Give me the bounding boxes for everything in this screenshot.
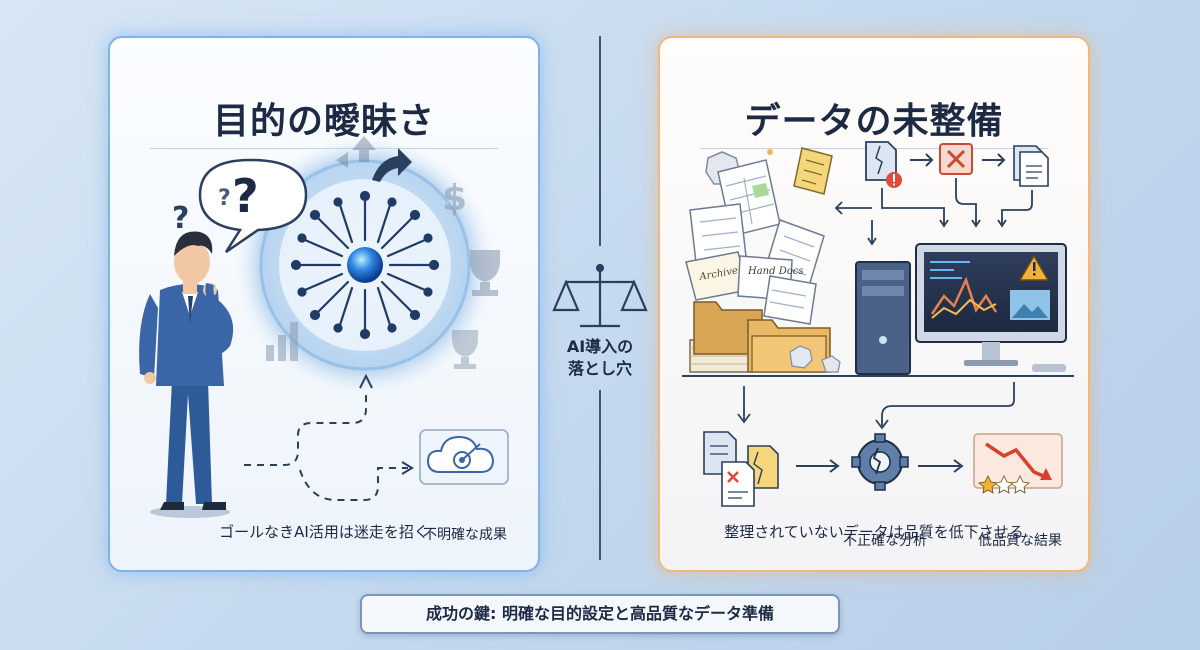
declining-chart-icon — [973, 433, 1063, 494]
corrupted-files-icon — [703, 431, 779, 507]
folder-stack — [689, 301, 841, 373]
dollar-icon: $ — [442, 178, 467, 219]
cloud-target-icon — [419, 429, 509, 485]
flow-arrow-2 — [982, 153, 1006, 167]
handwritten-paper-text: Hand Docs — [747, 266, 803, 277]
businessman-figure — [139, 231, 234, 518]
pitfall-label: AI導入の 落とし穴 — [548, 336, 652, 381]
trophy-icon-small — [452, 330, 478, 369]
copied-docs-icon — [1013, 145, 1049, 187]
path-arrowhead-up — [359, 373, 373, 389]
low-quality-result-label: 低品質な結果 — [978, 533, 1062, 549]
bottom-flow-lines — [737, 382, 1015, 430]
server-tower-icon — [855, 261, 911, 375]
turn-arrow-icon — [372, 148, 412, 182]
document-pile: Archive Hand Docs — [685, 203, 825, 325]
broken-gear-icon — [851, 433, 909, 491]
data-flow-lines — [834, 178, 1033, 246]
center-divider-bottom — [599, 390, 601, 560]
balance-scale-icon — [552, 263, 648, 328]
unclear-outcome-label: 不明確な成果 — [423, 527, 507, 543]
question-mark-big: ? — [232, 169, 259, 223]
error-x-icon — [939, 143, 973, 175]
flow-arrow-1 — [910, 153, 934, 167]
flow-arrow-3 — [796, 459, 840, 473]
pitfall-label-line1: AI導入の — [566, 337, 634, 356]
question-mark-small-1: ? — [218, 186, 231, 211]
path-arrowhead-right — [401, 461, 414, 475]
trophy-icon — [470, 250, 500, 296]
ambiguity-title: 目的の曖昧さ — [212, 101, 435, 142]
data-unprepared-caption: 整理されていないデータは品質を低下させる — [724, 523, 1024, 541]
monitor-dashboard — [915, 243, 1067, 372]
pitfall-label-line2: 落とし穴 — [567, 359, 632, 379]
broken-file-icon — [865, 141, 902, 188]
data-unprepared-title: データの未整備 — [744, 101, 1004, 142]
bar-chart-icon — [266, 322, 298, 361]
sticky-note-icon — [793, 147, 833, 195]
direction-arrows-icon — [336, 136, 376, 168]
neural-network-icon — [290, 190, 440, 340]
inaccurate-analysis-label: 不正確な分析 — [843, 533, 927, 549]
question-speech-bubble: ? ? — [198, 158, 308, 254]
success-key-banner: 成功の鍵: 明確な目的設定と高品質なデータ準備 — [360, 594, 840, 634]
center-divider-top — [599, 36, 601, 246]
ambiguity-caption: ゴールなきAI活用は迷走を招く — [219, 523, 429, 541]
question-mark-outside: ? — [172, 201, 189, 236]
wandering-dashed-path — [244, 395, 408, 501]
flow-arrow-4 — [918, 459, 964, 473]
ai-core-orb — [347, 247, 383, 283]
spark-dot — [767, 149, 773, 155]
